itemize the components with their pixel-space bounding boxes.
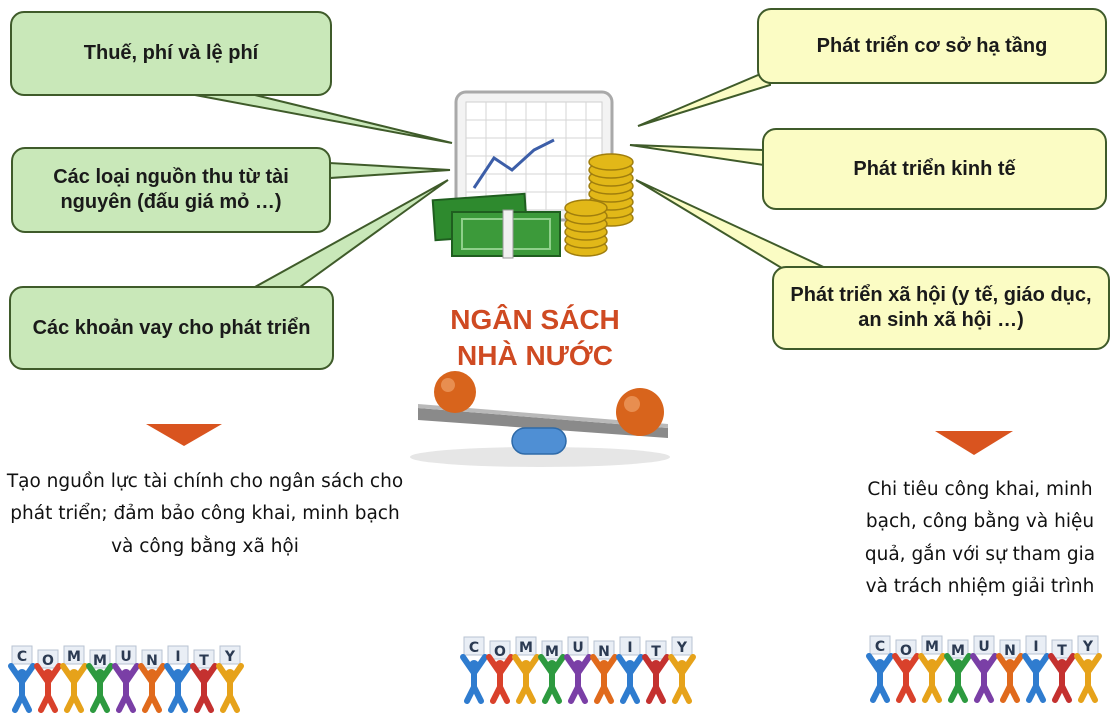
community-letter: Y — [1082, 639, 1094, 655]
community-person: U — [112, 645, 140, 713]
spending-label-social: Phát triển xã hội (y tế, giáo dục, an si… — [790, 284, 1092, 331]
community-letter: O — [494, 644, 506, 660]
community-letter: U — [572, 640, 583, 656]
community-letter: Y — [224, 649, 236, 665]
right-outcome-line-3: quả, gắn với sự tham gia — [864, 543, 1096, 565]
community-letter: Y — [676, 640, 688, 656]
community-letter: C — [469, 640, 479, 656]
spending-label-economy: Phát triển kinh tế — [853, 157, 1016, 180]
community-letter: T — [199, 653, 209, 669]
community-person: N — [138, 649, 166, 713]
spending-box-infrastructure: Phát triển cơ sở hạ tầng — [757, 8, 1107, 84]
community-person: M — [538, 640, 566, 704]
banknotes — [431, 192, 561, 259]
community-letter: I — [627, 640, 632, 656]
revenue-label-taxes: Thuế, phí và lệ phí — [83, 42, 259, 64]
community-letter: T — [651, 644, 661, 660]
community-person: M — [60, 645, 88, 713]
diagram-title: NGÂN SÁCH NHÀ NƯỚC — [405, 302, 665, 374]
community-person: N — [590, 640, 618, 704]
community-person: T — [190, 649, 218, 713]
revenue-label-loans: Các khoản vay cho phát triển — [32, 316, 311, 339]
community-letter: U — [120, 649, 131, 665]
community-letter: O — [42, 653, 54, 669]
community-letter: O — [900, 643, 912, 659]
community-person: C — [460, 636, 488, 704]
right-outcome-line-2: bạch, công bằng và hiệu — [865, 511, 1095, 533]
left-outcome-text: Tạo nguồn lực tài chính cho ngân sách ch… — [6, 471, 404, 557]
spending-box-economy: Phát triển kinh tế — [762, 128, 1107, 210]
community-letter: M — [545, 644, 559, 660]
balance-seesaw — [410, 371, 670, 467]
community-person: T — [642, 640, 670, 704]
left-down-arrow — [146, 424, 222, 446]
community-person: I — [164, 645, 192, 713]
community-letter: M — [925, 639, 939, 655]
community-letter: N — [146, 653, 158, 669]
revenue-box-loans: Các khoản vay cho phát triển — [9, 286, 334, 370]
community-person: I — [1022, 635, 1050, 703]
community-person: M — [86, 649, 114, 713]
right-outcome-line-4: và trách nhiệm giải trình — [865, 576, 1095, 598]
budget-illustration — [431, 90, 634, 259]
community-person: I — [616, 636, 644, 704]
community-person: U — [970, 635, 998, 703]
revenue-box-resources: Các loại nguồn thu từ tài nguyên (đấu gi… — [11, 147, 331, 233]
community-letter: U — [978, 639, 989, 655]
community-letter: C — [17, 649, 27, 665]
community-person: M — [944, 639, 972, 703]
community-person: M — [918, 635, 946, 703]
community-letter: M — [67, 649, 81, 665]
community-person: O — [892, 639, 920, 703]
community-person: T — [1048, 639, 1076, 703]
community-person: C — [8, 645, 36, 713]
community-person: Y — [1074, 635, 1102, 703]
title-line-2: NHÀ NƯỚC — [457, 339, 613, 371]
coin-stacks — [564, 153, 634, 257]
community-person: O — [34, 649, 62, 713]
community-person: Y — [668, 636, 696, 704]
community-letter: I — [175, 649, 180, 665]
right-down-arrow — [935, 431, 1013, 455]
community-person: U — [564, 636, 592, 704]
community-letter: N — [598, 644, 610, 660]
spending-box-social: Phát triển xã hội (y tế, giáo dục, an si… — [772, 266, 1110, 350]
community-letter: T — [1057, 643, 1067, 659]
community-letter: C — [875, 639, 885, 655]
right-outcome-text: Chi tiêu công khai, minh bạch, công bằng… — [830, 474, 1112, 604]
community-letter: N — [1004, 643, 1016, 659]
revenue-label-resources: Các loại nguồn thu từ tài nguyên (đấu gi… — [53, 166, 289, 213]
right-outcome-line-1: Chi tiêu công khai, minh — [867, 479, 1093, 500]
community-letter: M — [951, 643, 965, 659]
community-letter: I — [1033, 639, 1038, 655]
community-person: C — [866, 635, 894, 703]
community-person: N — [996, 639, 1024, 703]
community-person: Y — [216, 645, 244, 713]
spending-label-infrastructure: Phát triển cơ sở hạ tầng — [816, 34, 1048, 57]
community-letter: M — [519, 640, 533, 656]
revenue-box-taxes: Thuế, phí và lệ phí — [10, 11, 332, 96]
community-person: O — [486, 640, 514, 704]
community-letter: M — [93, 653, 107, 669]
community-person: M — [512, 636, 540, 704]
title-line-1: NGÂN SÁCH — [450, 304, 620, 335]
